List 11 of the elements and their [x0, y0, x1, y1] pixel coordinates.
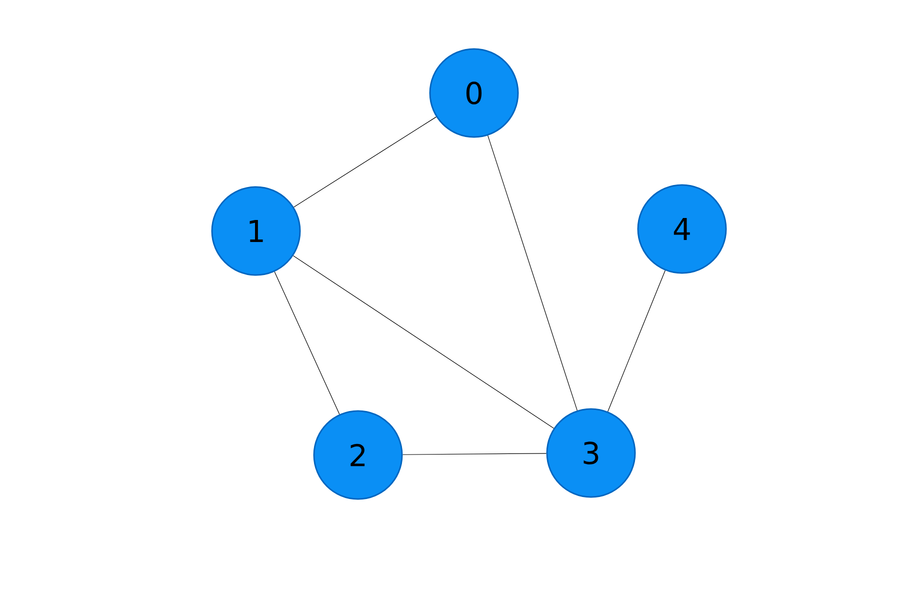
edge-line — [274, 271, 340, 415]
edge-line — [488, 135, 578, 411]
graph-node: 2 — [313, 410, 403, 500]
edge-line — [402, 453, 547, 455]
graph-node: 1 — [211, 186, 301, 276]
graph-node: 0 — [429, 48, 519, 138]
graph-node: 4 — [637, 184, 727, 274]
edge-line — [294, 116, 436, 208]
edge-line — [608, 270, 666, 412]
edge-line — [293, 255, 554, 429]
graph-node: 3 — [546, 408, 636, 498]
